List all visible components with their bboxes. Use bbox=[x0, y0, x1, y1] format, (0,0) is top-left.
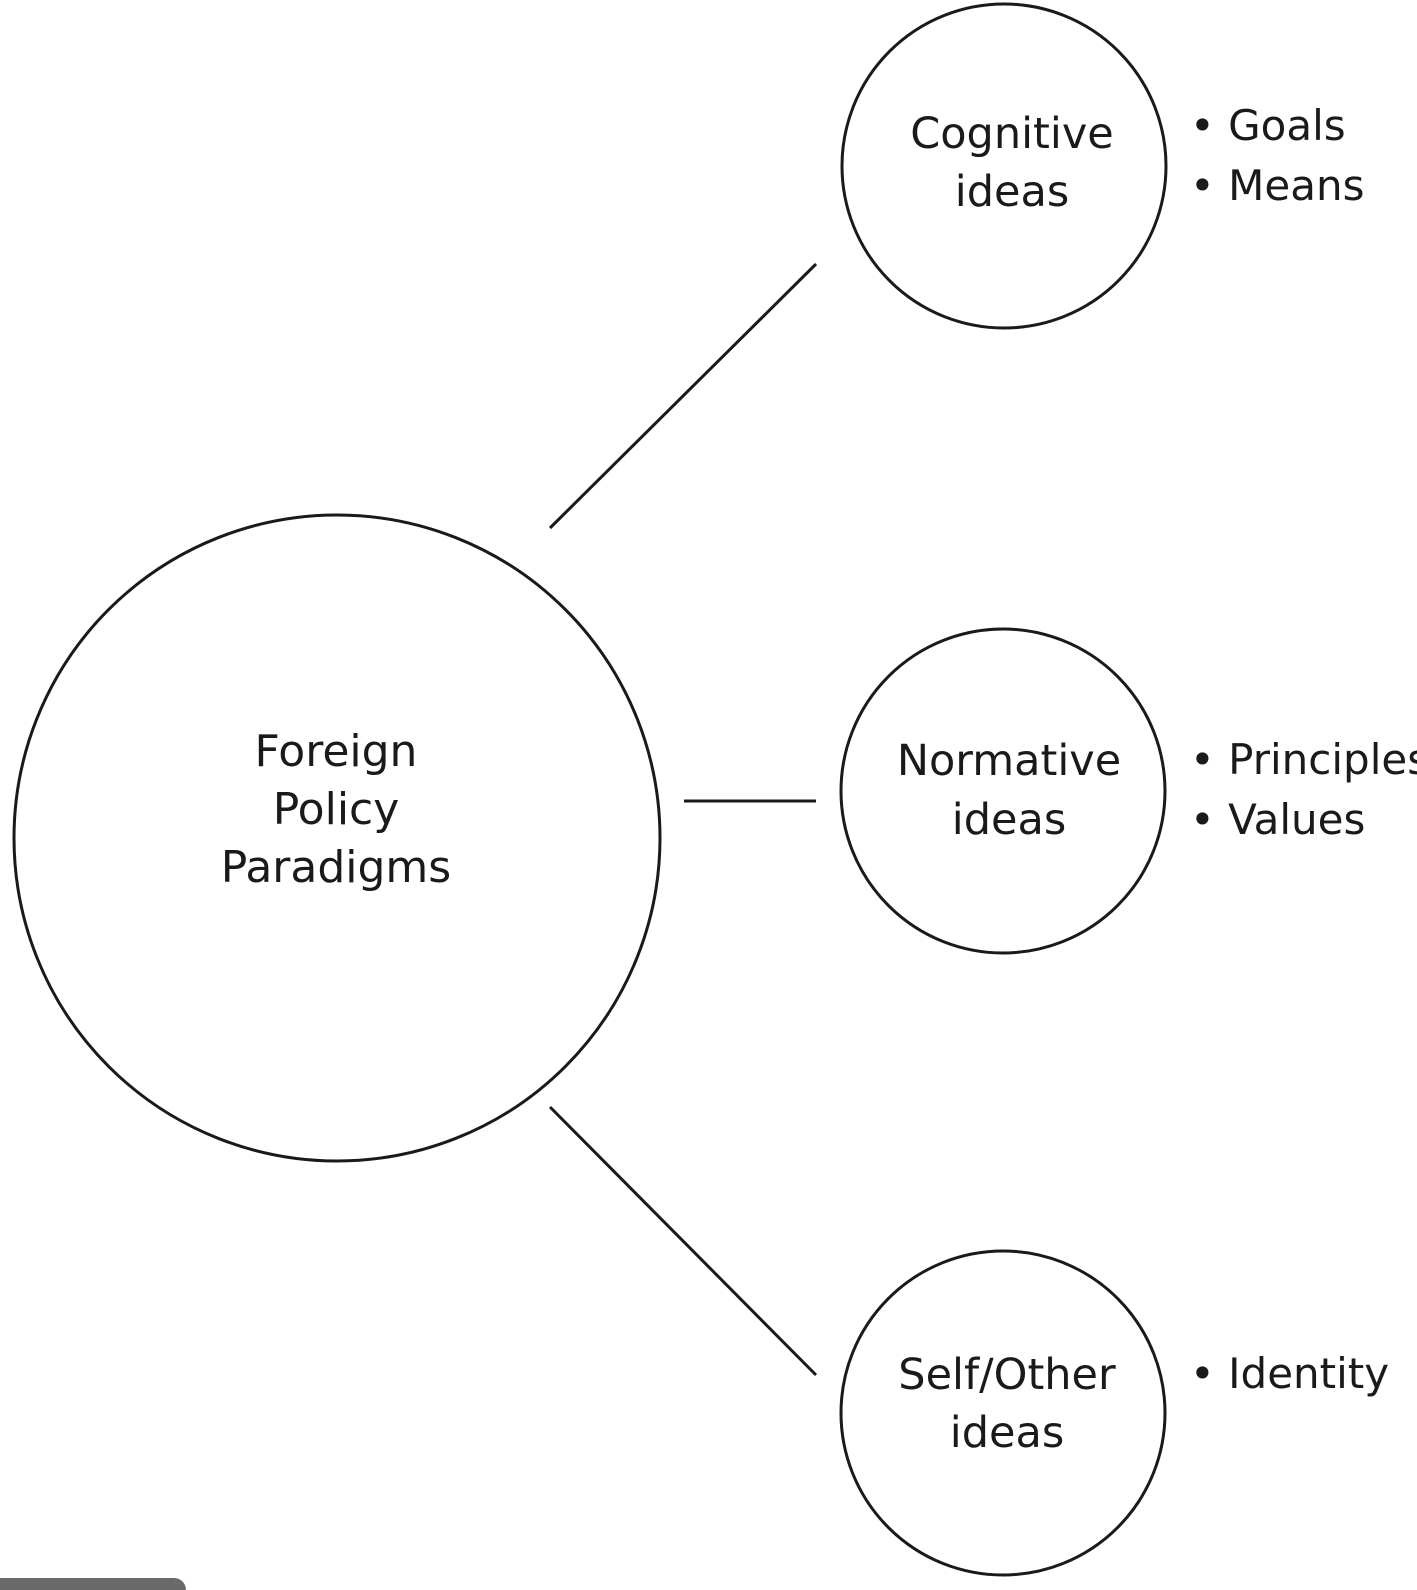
bullet-identity: • Identity bbox=[1190, 1349, 1389, 1398]
self-other-node: Self/Other ideas bbox=[839, 1249, 1167, 1577]
connector-self-other bbox=[548, 1105, 818, 1377]
cognitive-node: Cognitive ideas bbox=[840, 2, 1168, 330]
bullet-values: • Values bbox=[1190, 795, 1365, 844]
bullet-principles: • Principles bbox=[1190, 735, 1417, 784]
normative-node-circle bbox=[839, 627, 1167, 955]
connector-cognitive bbox=[548, 262, 818, 530]
cognitive-node-line-2: ideas bbox=[955, 167, 1069, 217]
normative-node-line-2: ideas bbox=[952, 795, 1066, 845]
bullet-goals: • Goals bbox=[1190, 101, 1346, 150]
self-other-bullets: • Identity bbox=[1190, 1349, 1389, 1398]
bullet-means: • Means bbox=[1190, 161, 1364, 210]
self-other-node-line-2: ideas bbox=[950, 1408, 1064, 1458]
main-node-line-3: Paradigms bbox=[221, 842, 451, 893]
cognitive-node-circle bbox=[840, 2, 1168, 330]
self-other-node-line-1: Self/Other bbox=[898, 1350, 1116, 1400]
cognitive-bullets: • Goals • Means bbox=[1190, 101, 1364, 210]
main-node-line-1: Foreign bbox=[255, 726, 418, 777]
cognitive-node-line-1: Cognitive bbox=[910, 109, 1114, 159]
corner-tab bbox=[0, 1578, 186, 1590]
normative-node: Normative ideas bbox=[839, 627, 1167, 955]
main-node-circle bbox=[12, 513, 662, 1163]
normative-bullets: • Principles • Values bbox=[1190, 735, 1417, 844]
main-node: Foreign Policy Paradigms bbox=[12, 513, 662, 1163]
main-node-line-2: Policy bbox=[273, 784, 400, 835]
self-other-node-circle bbox=[839, 1249, 1167, 1577]
normative-node-line-1: Normative bbox=[897, 736, 1121, 786]
